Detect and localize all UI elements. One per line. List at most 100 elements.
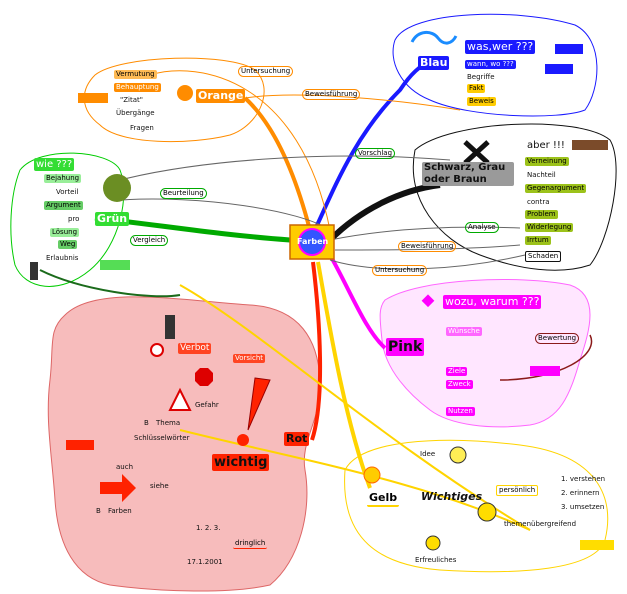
smiley-erfreuliches-icon [425,535,441,551]
link-bewertung [499,334,593,381]
red-b-thema: B [144,419,149,427]
link-label-bewertung: Bewertung [535,333,580,344]
yellow-step-2: 3. umsetzen [561,503,605,511]
branch-black [327,182,441,243]
link-label-vorschlag: Vorschlag [355,148,396,159]
green-group-outline [10,152,125,287]
yellow-step-1: 2. erinnern [561,489,600,497]
blue-item-2: Fakt [467,84,486,93]
marker-orange-icon [78,93,108,103]
no-entry-icon [150,343,164,357]
link-beurteilung [119,198,331,231]
green-item-0: Bejahung [44,174,82,183]
yellow-title: Gelb [367,491,400,507]
green-item-1: Vorteil [56,188,79,196]
red-zone [47,296,321,592]
black-question: aber !!! [527,140,565,151]
red-title: Rot [284,432,310,446]
pink-zone [379,279,591,428]
red-dringlich: dringlich [233,539,268,549]
red-list: 1. 2. 3. [196,524,221,532]
sun-icon [177,85,193,101]
link-label-beweisfuehrung-black: Beweisführung [398,241,457,252]
black-item-2: Gegenargument [525,184,587,193]
wave-icon [410,31,458,45]
link-beweisfuehrung-black [334,244,521,251]
black-group-outline [412,123,617,271]
pink-question: wozu, warum ??? [443,295,542,309]
blue-item-3: Beweis [467,97,496,106]
marker-brown-icon [572,140,608,150]
black-item-7: Schaden [525,251,562,262]
yellow-persoenlich: persönlich [496,485,539,496]
blue-item-0: wann, wo ??? [465,60,516,69]
link-beweisfuehrung-orange [244,94,461,111]
star-icon [421,294,435,308]
link-label-beweisfuehrung-orange: Beweisführung [302,89,361,100]
red-auch: auch [116,463,134,471]
orange-item-2: "Zitat" [120,96,143,104]
center-node-disc [298,228,326,256]
green-question: wie ??? [34,158,75,171]
orange-group-outline [83,57,265,143]
yellow-wichtiges: Wichtiges [421,490,483,503]
orange-item-4: Fragen [130,124,154,132]
green-item-6: Erlaubnis [46,254,79,262]
black-item-3: contra [527,198,550,206]
red-thema: Thema [156,419,181,427]
link-label-untersuchung-black: Untersuchung [372,265,428,276]
yellow-step-0: 1. verstehen [561,475,606,483]
green-item-2: Argument [44,201,83,210]
traffic-light-red-icon [165,315,175,339]
marker-blue-icon [555,44,583,54]
orange-item-0: Vermutung [114,70,157,79]
black-item-1: Nachteil [527,171,556,179]
pink-item-0: Wünsche [446,327,482,336]
orange-item-3: Übergänge [116,109,155,117]
smiley-persoenlich-icon [477,502,497,522]
marker-red-icon [66,440,94,450]
branch-yellow [316,261,372,489]
blue-item-1: Begriffe [467,73,495,81]
red-farben: Farben [108,507,132,515]
red-wichtig: wichtig [212,454,270,471]
blue-question: was,wer ??? [465,40,536,54]
pink-item-1: Ziele [446,367,468,376]
pink-title: Pink [386,338,425,356]
warning-icon [168,387,192,411]
pink-item-3: Nutzen [446,407,475,416]
black-title: Schwarz, Grau oder Braun [422,162,514,186]
arrow-right-icon [100,474,136,502]
red-b-farben: B [96,507,101,515]
black-item-4: Problem [525,210,558,219]
tree-icon [103,174,131,202]
link-label-analyse: Analyse [465,222,499,233]
green-title: Grün [95,212,130,226]
branch-pink [328,254,387,350]
link-label-vergleich: Vergleich [130,235,169,246]
blue-title: Blau [418,56,450,70]
blue-group-outline [392,13,598,117]
yellow-idee: Idee [420,450,436,458]
marker-pink-icon [530,366,560,376]
red-date: 17.1.2001 [187,558,223,566]
marker-green-icon [100,260,130,270]
marker-blue-2-icon [545,64,573,74]
yellow-uebergreifend: themenübergreifend [504,520,577,528]
stop-sign-icon [195,368,213,386]
link-untersuchung-orange [149,70,331,231]
lightbulb-icon [449,446,467,464]
branch-red [310,261,323,441]
link-yellow-cross [179,284,531,531]
pink-item-2: Zweck [446,380,473,389]
link-untersuchung-black [329,254,526,270]
link-label-beurteilung: Beurteilung [160,188,207,199]
link-vorschlag [119,155,451,181]
red-schluesselwoerter: Schlüsselwörter [134,434,190,442]
black-item-5: Widerlegung [525,223,574,232]
green-item-4: Lösung [50,228,80,237]
link-erlaubnis [39,269,181,298]
exclamation-icon [247,377,271,431]
orange-title: Orange [196,89,246,103]
